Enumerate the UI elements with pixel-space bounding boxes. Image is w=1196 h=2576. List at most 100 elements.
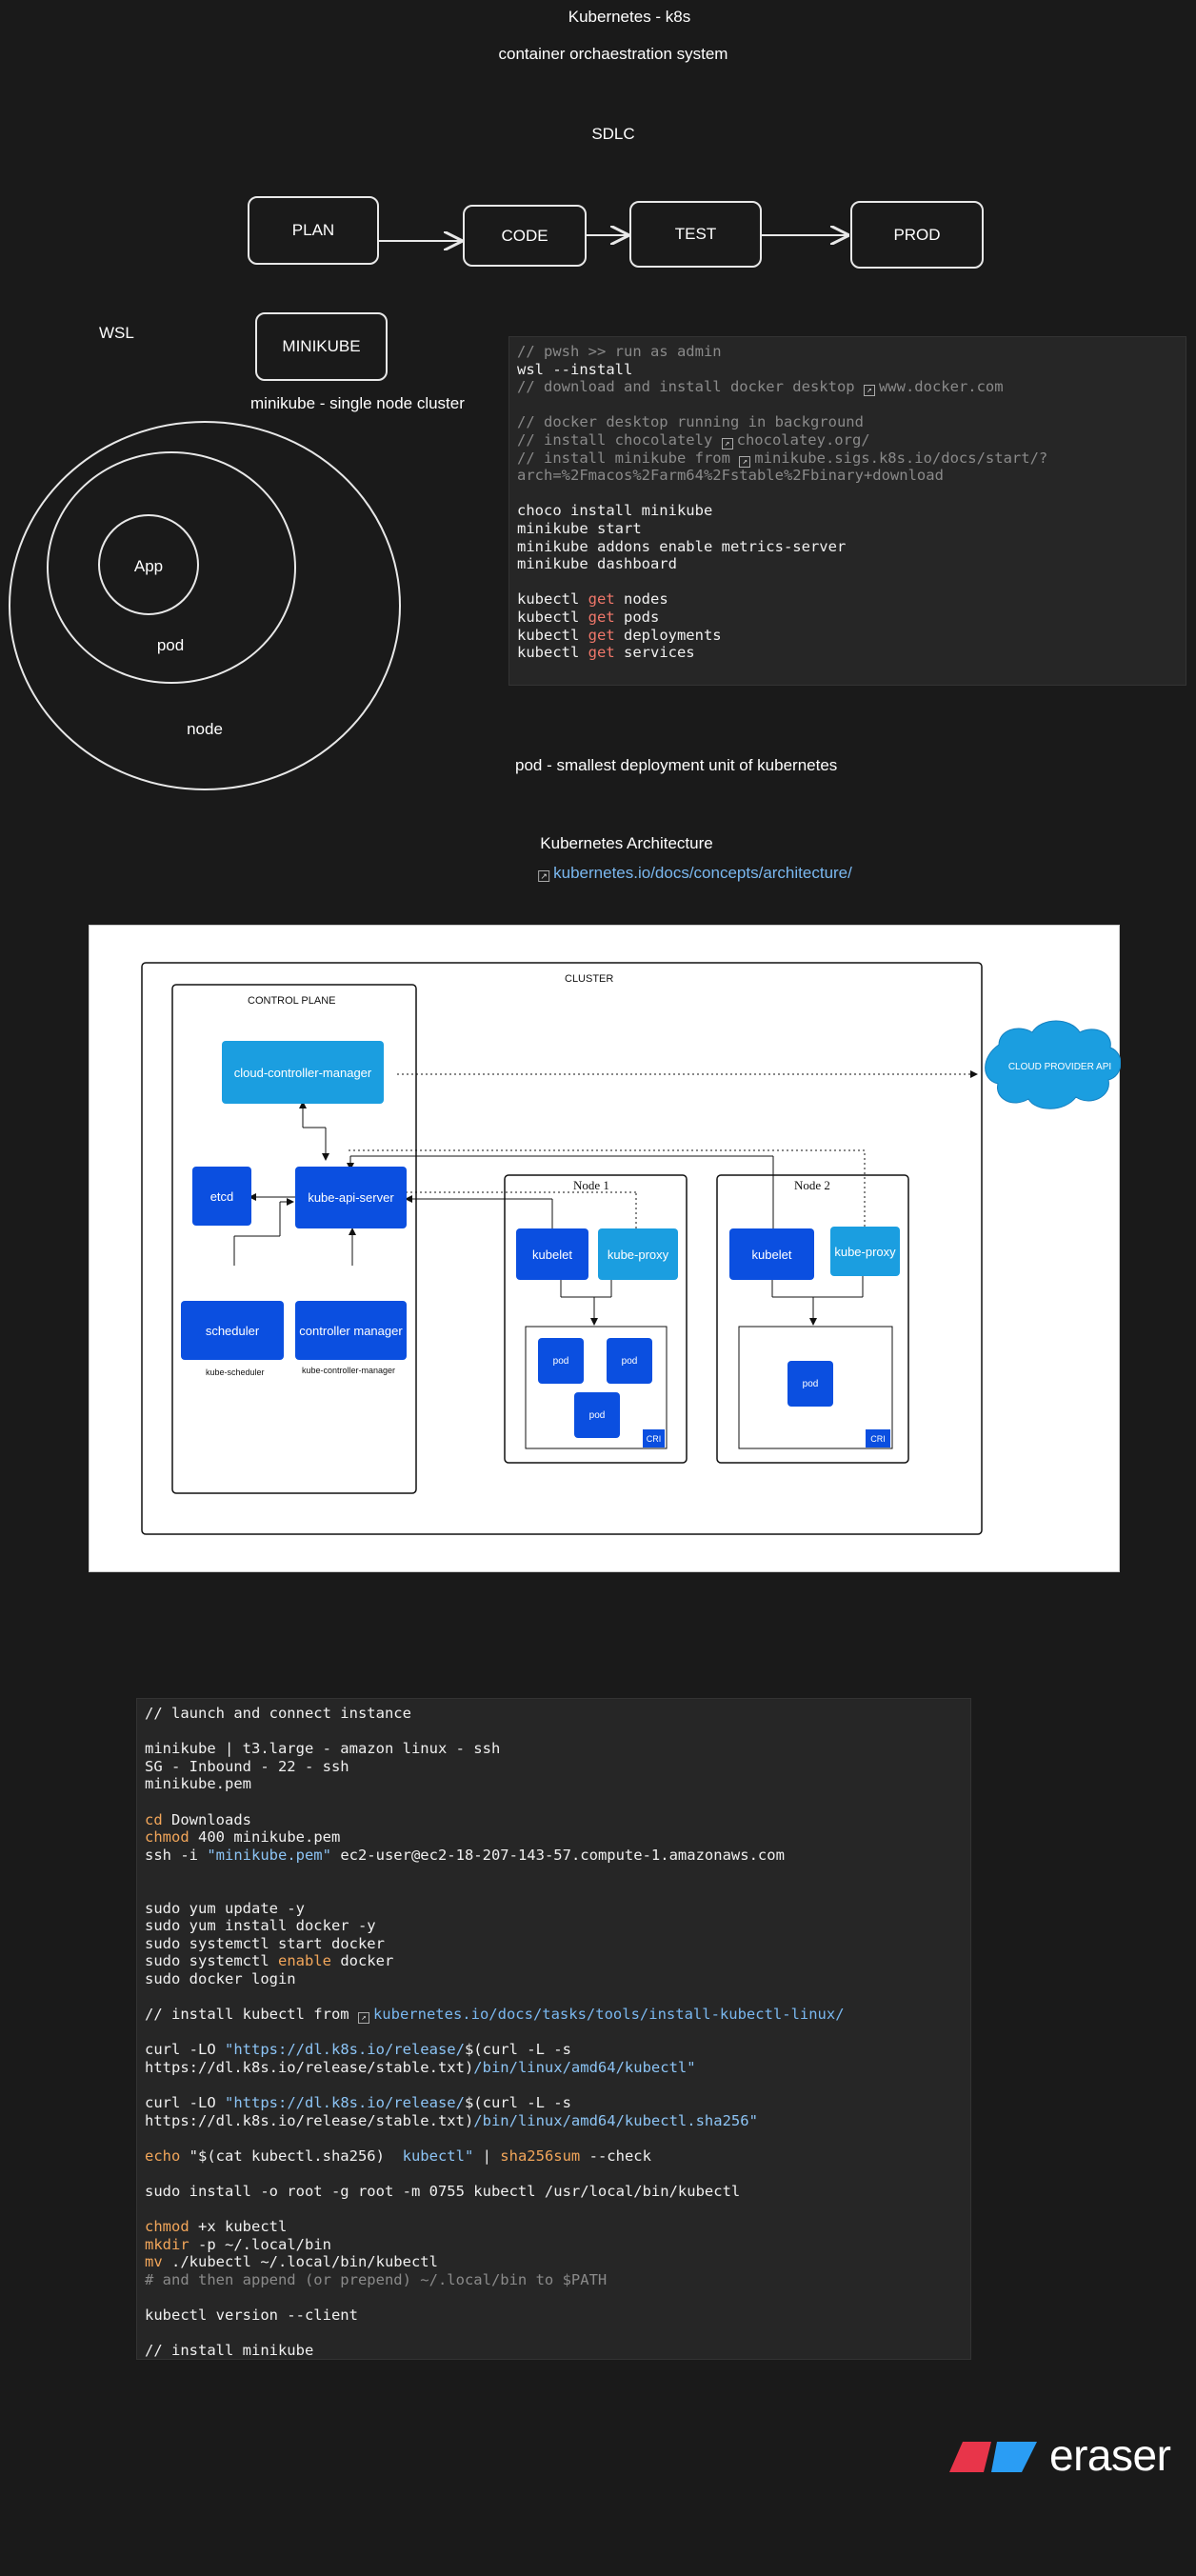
code-token: deployments	[614, 626, 722, 644]
code-token: choco install minikube	[517, 502, 713, 520]
code-token: chmod	[145, 2218, 189, 2236]
cloud-controller-manager-box: cloud-controller-manager	[222, 1041, 384, 1104]
code-token: mkdir	[145, 2235, 189, 2253]
code-line: chmod 400 minikube.pem	[145, 1828, 963, 1847]
code-token: // install minikube	[145, 2342, 314, 2360]
code-line	[145, 1988, 963, 2007]
code-token: "https://dl.k8s.io/release/	[225, 2094, 465, 2112]
code-token: sudo yum install docker -y	[145, 1917, 376, 1935]
code-line: minikube start	[517, 520, 1178, 538]
code-line: minikube addons enable metrics-server	[517, 538, 1178, 556]
code-token: ec2-user@ec2-18-207-143-57.compute-1.ama…	[330, 1846, 785, 1864]
code-line: sudo docker login	[145, 1970, 963, 1988]
code-token: SG - Inbound - 22 - ssh	[145, 1757, 349, 1775]
sdlc-step-code: CODE	[463, 205, 587, 267]
sdlc-step-prod: PROD	[850, 201, 984, 269]
code-line	[145, 1723, 963, 1741]
code-token: ./kubectl ~/.local/bin/kubectl	[162, 2253, 438, 2271]
code-token: curl -LO	[145, 2041, 225, 2059]
code-token: ssh -i	[145, 1846, 208, 1864]
code-line: minikube dashboard	[517, 555, 1178, 573]
code-line: sudo yum install docker -y	[145, 1917, 963, 1935]
architecture-title: Kubernetes Architecture	[540, 834, 713, 852]
code-line: // install minikube from ↗minikube.sigs.…	[517, 449, 1178, 468]
node2-cri-badge: CRI	[866, 1429, 890, 1448]
code-token: kubectl	[517, 590, 588, 609]
code-token: /bin/linux/amd64/kubectl.sha256"	[473, 2111, 758, 2129]
code-token: sudo docker login	[145, 1969, 296, 1987]
code-line: // download and install docker desktop ↗…	[517, 378, 1178, 397]
code-token: wsl --install	[517, 360, 633, 378]
node-pod-app-circles	[9, 421, 401, 790]
architecture-link-text[interactable]: kubernetes.io/docs/concepts/architecture…	[553, 864, 852, 882]
code-link[interactable]: minikube.sigs.k8s.io/docs/start/?	[754, 449, 1048, 467]
architecture-link[interactable]: ↗kubernetes.io/docs/concepts/architectur…	[538, 864, 852, 883]
code-line	[517, 396, 1178, 414]
node2-label: Node 2	[794, 1178, 830, 1192]
code-token: cd	[145, 1810, 163, 1828]
code-link[interactable]: www.docker.com	[878, 378, 1004, 396]
code-token: // docker desktop running in background	[517, 413, 864, 431]
code-link[interactable]: kubernetes.io/docs/tasks/tools/install-k…	[372, 2006, 845, 2024]
code-line: // docker desktop running in background	[517, 413, 1178, 431]
code-line: // pwsh >> run as admin	[517, 343, 1178, 361]
code-token: chmod	[145, 1828, 189, 1847]
code-line: minikube.pem	[145, 1775, 963, 1793]
code-token: "$(cat kubectl.sha256)	[180, 2147, 403, 2165]
code-line: sudo yum update -y	[145, 1900, 963, 1918]
code-token: -p ~/.local/bin	[189, 2235, 331, 2253]
controller-manager-caption: kube-controller-manager	[302, 1366, 396, 1375]
node1-label: Node 1	[573, 1178, 609, 1192]
code-token: kubectl	[517, 626, 588, 644]
code-token: kubectl"	[402, 2147, 474, 2165]
code-token: --check	[580, 2147, 651, 2165]
pod-label: pod	[156, 636, 185, 654]
sdlc-step-plan: PLAN	[248, 196, 379, 265]
code-token: pods	[614, 608, 660, 626]
control-plane-label: CONTROL PLANE	[248, 995, 336, 1007]
node2-kube-proxy-box: kube-proxy	[830, 1227, 900, 1276]
node2-pod: pod	[787, 1361, 833, 1407]
code-token: get	[588, 608, 615, 626]
code-line	[145, 2325, 963, 2343]
node1-cri-badge: CRI	[643, 1429, 665, 1448]
code-line: mkdir -p ~/.local/bin	[145, 2236, 963, 2254]
code-line: curl -LO "https://dl.k8s.io/release/$(cu…	[145, 2041, 963, 2059]
app-label: App	[133, 557, 164, 575]
sdlc-arrows	[379, 0, 1196, 286]
code-token: kubectl	[517, 644, 588, 662]
cloud-provider-api-label: CLOUD PROVIDER API	[1007, 1062, 1112, 1072]
code-token: sudo systemctl start docker	[145, 1934, 385, 1952]
code-token: docker	[330, 1952, 394, 1970]
code-line: minikube | t3.large - amazon linux - ssh	[145, 1740, 963, 1758]
node1-pod-3: pod	[574, 1392, 620, 1438]
architecture-diagram: CLUSTER CONTROL PLANE cloud-controller-m…	[89, 925, 1121, 1572]
external-link-icon: ↗	[863, 385, 875, 397]
code-token: $(curl -L -s	[464, 2094, 571, 2112]
code-line	[145, 1793, 963, 1811]
code-token: kubectl version --client	[145, 2306, 358, 2325]
code-line: choco install minikube	[517, 502, 1178, 520]
code-token: sudo install -o root -g root -m 0755 kub…	[145, 2183, 741, 2201]
code-line: // install minikube	[145, 2342, 963, 2360]
code-link[interactable]: chocolatey.org/	[736, 430, 870, 449]
code-line	[145, 1882, 963, 1900]
code-line	[145, 2076, 963, 2094]
code-line: // install kubectl from ↗kubernetes.io/d…	[145, 2006, 963, 2025]
minikube-caption: minikube - single node cluster	[250, 394, 465, 412]
code-token: sudo yum update -y	[145, 1899, 305, 1917]
code-token: https://dl.k8s.io/release/stable.txt)	[145, 2058, 474, 2076]
code-line: kubectl version --client	[145, 2306, 963, 2325]
code-token: $(curl -L -s	[464, 2041, 571, 2059]
code-token: "minikube.pem"	[207, 1846, 331, 1864]
code-line: // install chocolately ↗chocolatey.org/	[517, 431, 1178, 449]
code-token: Downloads	[162, 1810, 251, 1828]
code-token: |	[473, 2147, 501, 2165]
code-line: kubectl get services	[517, 644, 1178, 662]
wsl-label: WSL	[99, 324, 134, 342]
code-token: minikube addons enable metrics-server	[517, 537, 847, 555]
minikube-box: MINIKUBE	[255, 312, 388, 381]
code-line	[145, 2129, 963, 2147]
